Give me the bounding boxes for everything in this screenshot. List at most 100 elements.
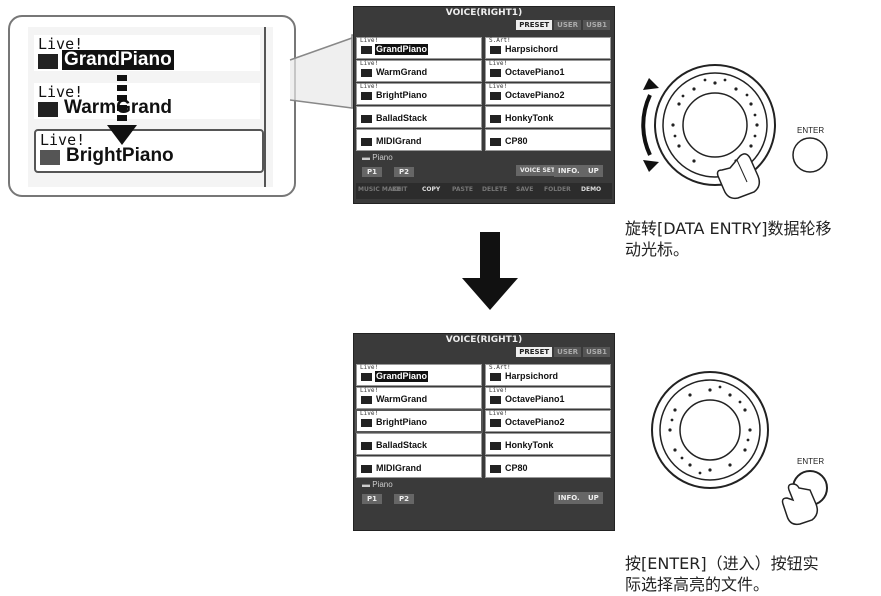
sart-tag: S.Art!: [489, 37, 511, 44]
up-button[interactable]: UP: [584, 165, 603, 177]
piano-icon: [38, 54, 58, 69]
voice-cell[interactable]: MIDIGrand: [356, 456, 482, 478]
tab-usb1[interactable]: USB1: [583, 347, 610, 357]
screen-title: VOICE(RIGHT1): [445, 8, 523, 18]
tab-user[interactable]: USER: [554, 20, 582, 30]
piano-icon: [40, 150, 60, 165]
voice-name: Harpsichord: [505, 371, 559, 381]
bank-tabs: PRESET USER USB1: [516, 347, 610, 357]
voice-name: OctavePiano1: [505, 394, 565, 404]
save-button[interactable]: SAVE: [516, 186, 534, 193]
live-tag: Live!: [360, 410, 379, 417]
voice-name: WarmGrand: [376, 394, 428, 404]
piano-icon: [361, 396, 372, 404]
live-tag: Live!: [360, 60, 379, 67]
voice-name: HonkyTonk: [505, 113, 554, 123]
voice-name: HonkyTonk: [505, 440, 554, 450]
live-tag: Live!: [360, 387, 379, 394]
zoom-row-brightpiano: Live! BrightPiano: [34, 129, 264, 173]
voice-set-button[interactable]: VOICE SET: [516, 165, 559, 176]
voice-cell[interactable]: HonkyTonk: [485, 106, 611, 128]
caption-line: 按[ENTER]（进入）按钮实: [625, 554, 819, 573]
delete-button[interactable]: DELETE: [482, 186, 508, 193]
piano-icon: [361, 69, 372, 77]
category-name: Piano: [372, 153, 393, 162]
tab-preset[interactable]: PRESET: [516, 20, 553, 30]
voice-cell[interactable]: CP80: [485, 456, 611, 478]
voice-cell[interactable]: Live!OctavePiano1: [485, 60, 611, 82]
tab-preset[interactable]: PRESET: [516, 347, 553, 357]
info-button[interactable]: INFO.: [554, 165, 584, 177]
live-tag: Live!: [489, 60, 508, 67]
voice-name: WarmGrand: [376, 67, 428, 77]
piano-icon: [361, 46, 372, 54]
voice-name: BrightPiano: [376, 90, 427, 100]
voice-cell[interactable]: S.Art!Harpsichord: [485, 37, 611, 59]
piano-icon: [490, 92, 501, 100]
big-down-arrow-icon: [462, 232, 518, 310]
tab-user[interactable]: USER: [554, 347, 582, 357]
piano-icon: [490, 465, 501, 473]
voice-cell[interactable]: Live!BrightPiano: [356, 83, 482, 105]
info-button[interactable]: INFO.: [554, 492, 584, 504]
piano-icon: [38, 102, 58, 117]
voice-name: MIDIGrand: [376, 136, 422, 146]
caption-step2: 按[ENTER]（进入）按钮实 际选择高亮的文件。: [625, 553, 819, 595]
category-name: Piano: [372, 480, 393, 489]
page-button-p1[interactable]: P1: [362, 167, 383, 177]
bank-tabs: PRESET USER USB1: [516, 20, 610, 30]
voice-cell[interactable]: Live!GrandPiano: [356, 37, 482, 59]
music-make-button[interactable]: MUSIC MAKE: [358, 186, 402, 193]
harpsichord-icon: [490, 46, 501, 54]
piano-icon: [490, 396, 501, 404]
voice-cell[interactable]: Live!GrandPiano: [356, 364, 482, 386]
edit-button[interactable]: EDIT: [392, 186, 408, 193]
voice-cell[interactable]: MIDIGrand: [356, 129, 482, 151]
folder-button[interactable]: FOLDER: [544, 186, 571, 193]
voice-name: OctavePiano2: [505, 90, 565, 100]
paste-button[interactable]: PASTE: [452, 186, 474, 193]
page-button-p2[interactable]: P2: [394, 167, 415, 177]
voice-name: CP80: [505, 463, 528, 473]
page-button-p1[interactable]: P1: [362, 494, 383, 504]
piano-icon: [361, 115, 372, 123]
voice-cell[interactable]: Live!WarmGrand: [356, 387, 482, 409]
piano-icon: [490, 419, 501, 427]
voice-cell[interactable]: Live!WarmGrand: [356, 60, 482, 82]
live-tag: Live!: [489, 83, 508, 90]
caption-line: 际选择高亮的文件。: [625, 575, 770, 594]
up-button[interactable]: UP: [584, 492, 603, 504]
voice-cell[interactable]: Live!BrightPiano: [355, 409, 483, 433]
function-bar: MUSIC MAKE EDIT COPY PASTE DELETE SAVE F…: [356, 183, 612, 199]
page-button-p2[interactable]: P2: [394, 494, 415, 504]
zoom-row-warmgrand: Live! WarmGrand: [34, 83, 260, 119]
piano-icon: [490, 115, 501, 123]
voice-name: Harpsichord: [505, 44, 559, 54]
caption-line: 动光标。: [625, 240, 690, 259]
voice-cell[interactable]: BalladStack: [356, 106, 482, 128]
voice-cell[interactable]: Live!OctavePiano2: [485, 410, 611, 432]
voice-screen-step1: VOICE(RIGHT1) PRESET USER USB1 Live!Gran…: [353, 6, 615, 204]
voice-cell[interactable]: Live!OctavePiano1: [485, 387, 611, 409]
live-tag: Live!: [360, 37, 379, 44]
piano-icon: [490, 442, 501, 450]
piano-icon: [361, 442, 372, 450]
voice-name: GrandPiano: [62, 49, 174, 70]
copy-button[interactable]: COPY: [422, 186, 441, 193]
voice-cell[interactable]: BalladStack: [356, 433, 482, 455]
voice-cell[interactable]: S.Art!Harpsichord: [485, 364, 611, 386]
tab-usb1[interactable]: USB1: [583, 20, 610, 30]
voice-screen-step2: VOICE(RIGHT1) PRESET USER USB1 Live!Gran…: [353, 333, 615, 531]
zoom-callout: Live! GrandPiano Live! WarmGrand Live! B…: [8, 15, 296, 197]
zoom-divider: [264, 27, 266, 187]
voice-cell[interactable]: HonkyTonk: [485, 433, 611, 455]
demo-button[interactable]: DEMO: [581, 186, 602, 193]
voice-cell[interactable]: CP80: [485, 129, 611, 151]
voice-cell[interactable]: Live!OctavePiano2: [485, 83, 611, 105]
screen-title: VOICE(RIGHT1): [445, 335, 523, 345]
zoom-row-grandpiano: Live! GrandPiano: [34, 35, 260, 71]
harpsichord-icon: [490, 373, 501, 381]
piano-icon: [361, 465, 372, 473]
data-entry-dial-enter: [651, 371, 828, 526]
piano-icon: [490, 69, 501, 77]
